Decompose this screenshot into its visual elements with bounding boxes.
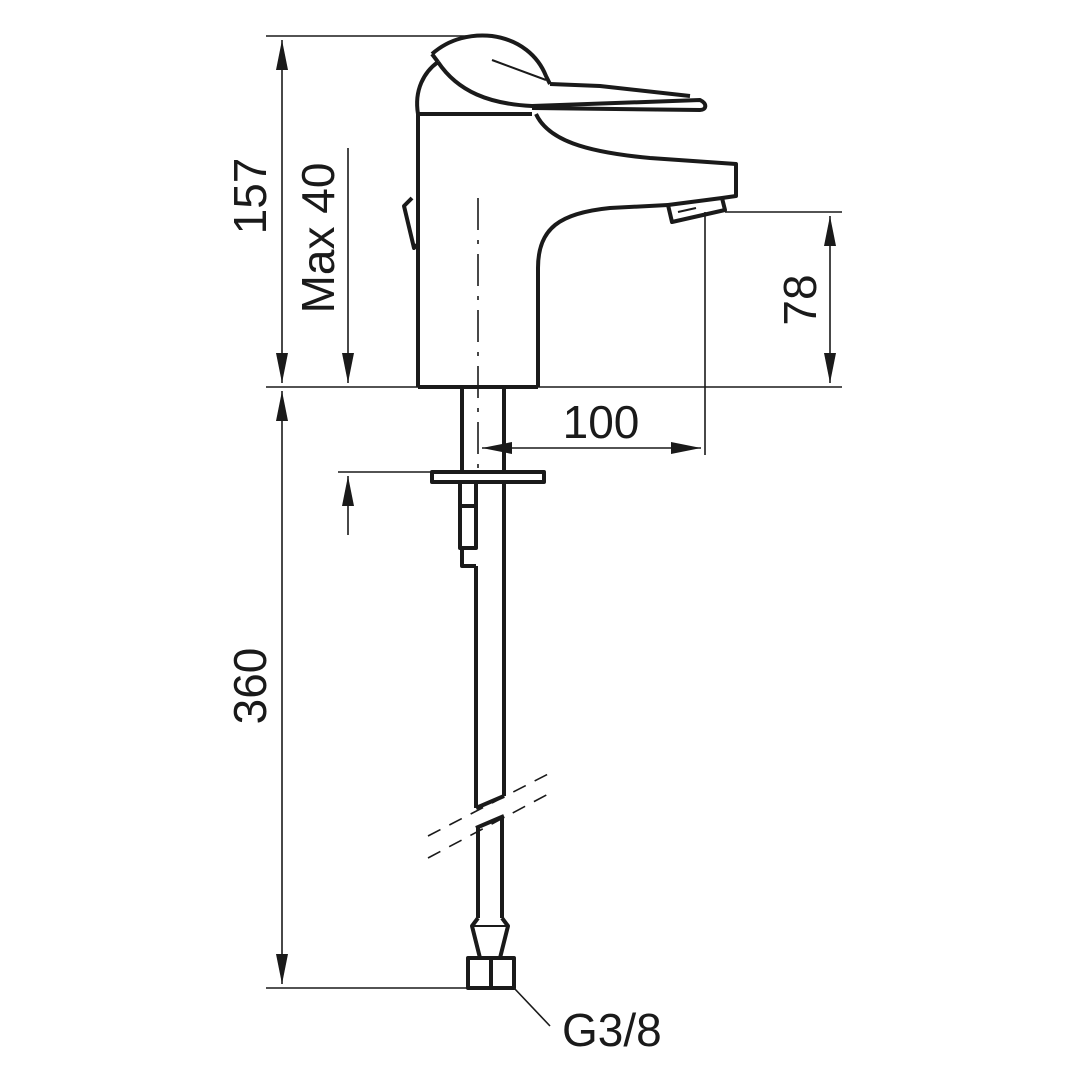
break-lines	[427, 771, 553, 859]
dimension-78: 78	[774, 216, 836, 383]
dimension-max-40-label: Max 40	[292, 163, 344, 314]
dimension-78-label: 78	[774, 274, 826, 325]
faucet-body	[416, 112, 738, 389]
dimension-157: 157	[224, 40, 288, 383]
dimension-100: 100	[482, 396, 701, 454]
extension-lines	[266, 35, 842, 989]
dimension-max-40: Max 40	[292, 148, 354, 535]
popup-rod-knob	[402, 196, 420, 250]
dimension-360: 360	[224, 391, 288, 984]
lever-handle	[415, 33, 708, 115]
mounting-shank	[430, 387, 546, 568]
thread-callout-label: G3/8	[562, 1004, 662, 1056]
thread-callout: G3/8	[513, 987, 662, 1056]
dimension-157-label: 157	[224, 158, 276, 235]
dimension-100-label: 100	[563, 396, 640, 448]
supply-hose	[466, 482, 516, 990]
dimension-360-label: 360	[224, 648, 276, 725]
